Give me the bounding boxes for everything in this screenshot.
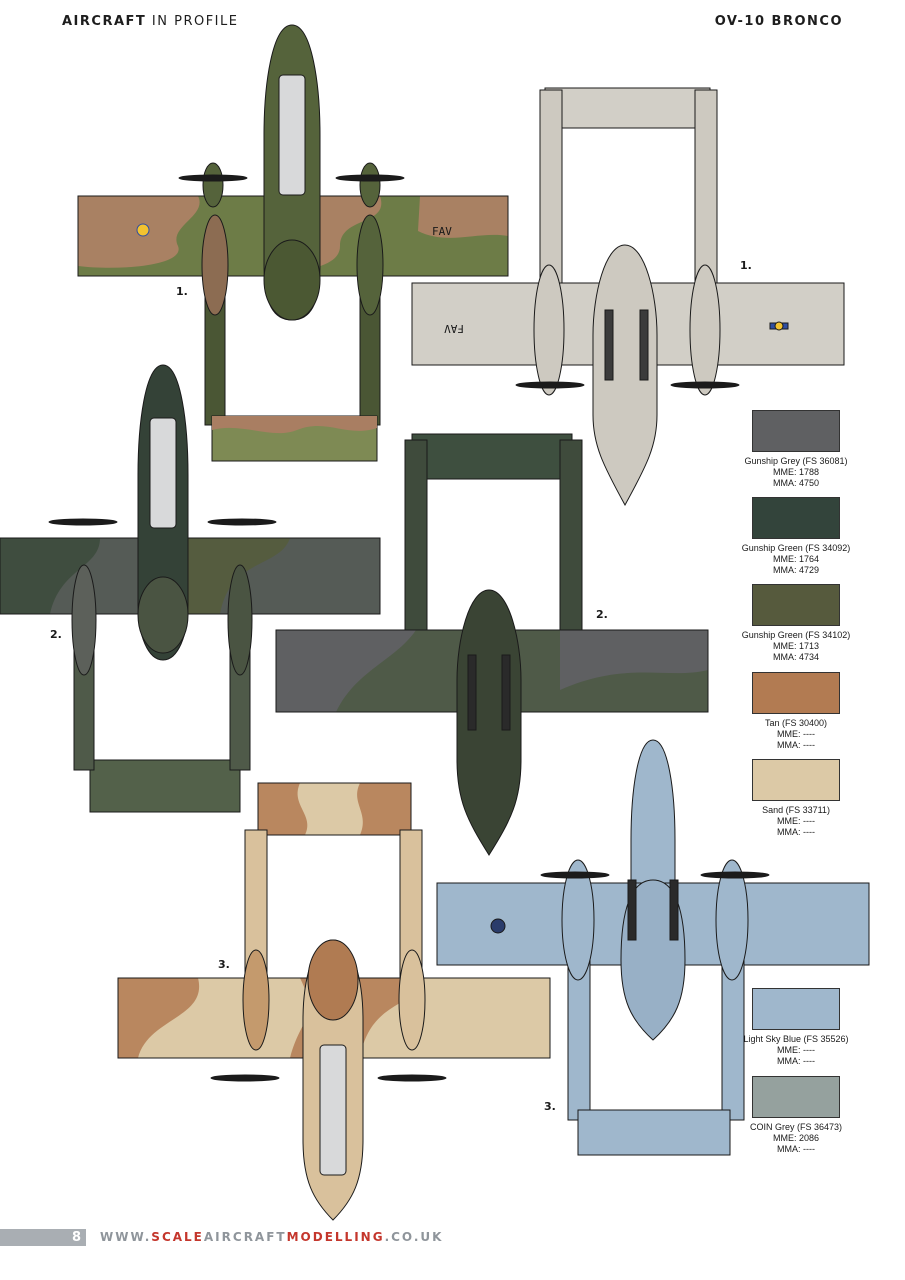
swatch-mme: MME: ---- (777, 1045, 815, 1055)
swatch-name: Gunship Green (FS 34102) (741, 630, 851, 640)
swatch-mma: MMA: ---- (777, 740, 815, 750)
swatch-name: COIN Grey (FS 36473) (749, 1122, 843, 1132)
footer-page-bar (0, 1229, 86, 1246)
swatch-sand (752, 759, 840, 801)
url-part-scale: SCALE (151, 1230, 204, 1244)
profile-1-bottom-view: FAV (411, 87, 845, 507)
url-part-modelling: MODELLING (286, 1230, 385, 1244)
swatch-mma: MMA: ---- (777, 1056, 815, 1066)
swatch-gunship-green-34102 (752, 584, 840, 626)
page-number: 8 (72, 1230, 82, 1245)
swatch-name: Light Sky Blue (FS 35526) (743, 1034, 849, 1044)
profile-2-bottom-view (275, 433, 709, 856)
swatch-mme: MME: 1788 (772, 467, 820, 477)
swatch-mma: MMA: ---- (777, 1144, 815, 1154)
profile-3-bottom-view (436, 739, 870, 1156)
url-part-aircraft: AIRCRAFT (203, 1230, 287, 1244)
header-section-title: AIRCRAFT IN PROFILE (62, 14, 238, 29)
header-title-rest: IN PROFILE (146, 14, 239, 29)
swatch-light-sky-blue (752, 988, 840, 1030)
profile-label-3b: 3. (544, 1100, 556, 1113)
swatch-gunship-green-34092 (752, 497, 840, 539)
swatch-mma: MMA: ---- (777, 827, 815, 837)
swatch-mma: MMA: 4729 (772, 565, 820, 575)
profile-1-top-view: FAV (77, 24, 509, 462)
profile-label-2b: 2. (596, 608, 608, 621)
header-title-bold: AIRCRAFT (62, 14, 147, 29)
profile-label-1b: 1. (740, 259, 752, 272)
fav-marking-1: FAV (432, 225, 452, 238)
swatch-name: Tan (FS 30400) (764, 718, 828, 728)
swatch-mme: MME: 1713 (772, 641, 820, 651)
swatch-mme: MME: ---- (777, 729, 815, 739)
fav-marking-2: FAV (444, 322, 464, 335)
url-part-domain: .CO.UK (384, 1230, 444, 1244)
profile-label-3a: 3. (218, 958, 230, 971)
swatch-mme: MME: ---- (777, 816, 815, 826)
swatch-name: Gunship Grey (FS 36081) (744, 456, 848, 466)
profile-2-top-view (0, 364, 381, 813)
header-aircraft-name: OV-10 BRONCO (714, 14, 843, 29)
swatch-name: Gunship Green (FS 34092) (741, 543, 851, 553)
swatch-label-tan: Tan (FS 30400)MME: ----MMA: ---- (733, 718, 859, 751)
url-part-www: WWW. (100, 1230, 152, 1244)
footer-url: WWW.SCALEAIRCRAFTMODELLING.CO.UK (100, 1229, 443, 1246)
swatch-label-light-sky-blue: Light Sky Blue (FS 35526)MME: ----MMA: -… (733, 1034, 859, 1067)
swatch-mme: MME: 2086 (772, 1133, 820, 1143)
swatch-name: Sand (FS 33711) (762, 805, 830, 815)
profile-3-top-view (117, 782, 551, 1221)
swatch-mme: MME: 1764 (772, 554, 820, 564)
profile-label-1a: 1. (176, 285, 188, 298)
profile-label-2a: 2. (50, 628, 62, 641)
swatch-coin-grey (752, 1076, 840, 1118)
swatch-mma: MMA: 4750 (772, 478, 820, 488)
swatch-tan (752, 672, 840, 714)
swatch-gunship-grey (752, 410, 840, 452)
swatch-label-sand: Sand (FS 33711)MME: ----MMA: ---- (733, 805, 859, 838)
swatch-mma: MMA: 4734 (772, 652, 820, 662)
